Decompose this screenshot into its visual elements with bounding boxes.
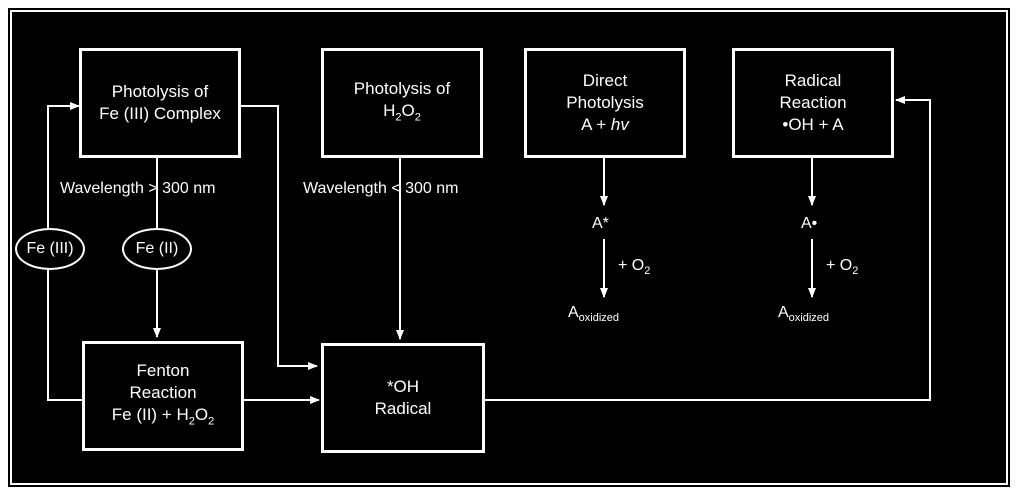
fe3-oval: Fe (III) [15, 228, 85, 270]
radical-reaction-line1: Radical [784, 71, 842, 90]
oh-radical-line1: *OH [386, 377, 420, 396]
a-oxidized-label-1: Aoxidized [568, 304, 620, 325]
a-star-label-1: A* [592, 215, 609, 232]
direct-photolysis-line1: Direct [582, 71, 628, 90]
connector-lines [47, 96, 931, 404]
photolysis-h2o2-line2: H2O2 [383, 100, 421, 124]
direct-photolysis-box: Direct Photolysis A + hv [524, 48, 686, 158]
fe2-oval: Fe (II) [122, 228, 192, 270]
fenton-line1: Fenton [136, 360, 190, 380]
photolysis-h2o2-box: Photolysis of H2O2 [321, 48, 483, 158]
fenton-line3: Fe (II) + H2O2 [111, 404, 215, 428]
a-oxidized-label-2: Aoxidized [778, 304, 830, 325]
radical-reaction-box: Radical Reaction •OH + A [732, 48, 894, 158]
radical-reaction-line3: •OH + A [782, 115, 844, 134]
photolysis-fe3-line1: Photolysis of [111, 82, 209, 101]
diagram-frame: Photolysis of Fe (III) Complex Photolysi… [8, 8, 1010, 487]
photolysis-fe3-line2: Fe (III) Complex [99, 104, 221, 123]
a-star-label-2: A• [801, 215, 818, 232]
wavelength-gt-300-label: Wavelength > 300 nm [60, 180, 216, 197]
radical-reaction-line2: Reaction [779, 93, 847, 112]
arrow-fe3complex-to-oh [240, 105, 318, 370]
direct-photolysis-line3: A + hv [581, 115, 629, 134]
plus-o2-label-1: + O2 [618, 257, 651, 278]
arrow-oh-to-radical-reaction [484, 96, 931, 401]
photolysis-fe3-complex-box: Photolysis of Fe (III) Complex [79, 48, 241, 158]
oh-radical-line2: Radical [374, 399, 432, 418]
oh-radical-box: *OH Radical [321, 343, 485, 453]
fenton-line2: Reaction [129, 382, 197, 402]
fenton-reaction-box: Fenton Reaction Fe (II) + H2O2 [82, 341, 244, 451]
wavelength-lt-300-label: Wavelength < 300 nm [303, 180, 459, 197]
plus-o2-label-2: + O2 [826, 257, 859, 278]
direct-photolysis-line2: Photolysis [566, 93, 644, 112]
photolysis-h2o2-line1: Photolysis of [353, 78, 451, 98]
